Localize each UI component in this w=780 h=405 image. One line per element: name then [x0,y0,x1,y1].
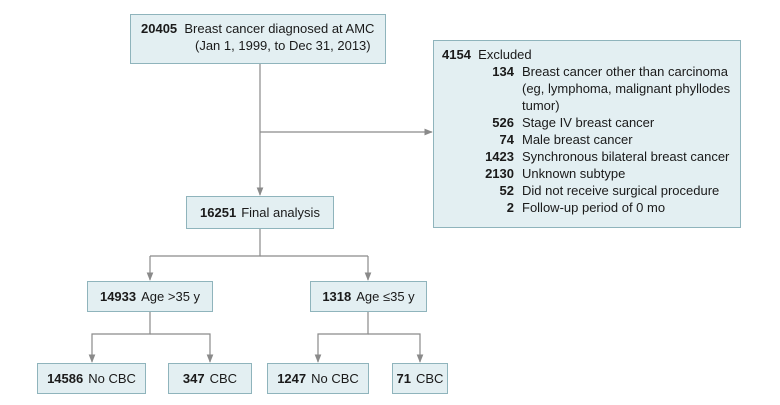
reason-line: (eg, lymphoma, malignant phyllodes [522,81,731,96]
top-box-line2: (Jan 1, 1999, to Dec 31, 2013) [195,38,371,53]
final-analysis-box: 16251 Final analysis [186,196,334,229]
excluded-reason-row: 526 Stage IV breast cancer [442,114,740,131]
excluded-reason-count: 134 [492,64,514,79]
age-over-35-box: 14933 Age >35 y [87,281,213,312]
excluded-reason-count: 526 [492,115,514,130]
age-over-label: Age >35 y [141,289,201,304]
reason-line: tumor) [522,98,560,113]
top-box-line1: Breast cancer diagnosed at AMC [184,21,375,36]
connector-over-split-right [150,333,214,363]
excluded-reason-text: Follow-up period of 0 mo [522,200,666,215]
excluded-reason-count: 1423 [485,149,514,164]
over-cbc-count: 347 [182,371,205,386]
under-cbc-count: 71 [396,371,411,386]
age-under-35-box: 1318 Age ≤35 y [310,281,427,312]
top-box-count: 20405 [141,21,178,36]
under-cbc-box: 71 CBC [392,363,448,394]
excluded-reason-text: Synchronous bilateral breast cancer [522,149,730,164]
under-no-cbc-count: 1247 [277,371,307,386]
under-cbc-label: CBC [416,371,444,386]
excluded-reason-text: Male breast cancer [522,132,633,147]
connector-final-split [150,229,261,257]
excluded-reason-count: 52 [499,183,514,198]
excluded-reason-text: Stage IV breast cancer [522,115,655,130]
excluded-reason-text: Breast cancer other than carcinoma (eg, … [522,63,730,114]
age-under-label: Age ≤35 y [356,289,415,304]
final-count: 16251 [200,205,237,220]
excluded-reason-count: 2130 [485,166,514,181]
excluded-label: Excluded [478,47,532,62]
final-label: Final analysis [241,205,320,220]
excluded-reason-row: 1423 Synchronous bilateral breast cancer [442,148,740,165]
excluded-reason-row: 2130 Unknown subtype [442,165,740,182]
excluded-reason-count: 74 [499,132,514,147]
excluded-reason-row: 2 Follow-up period of 0 mo [442,199,740,216]
age-over-count: 14933 [99,289,137,304]
over-no-cbc-count: 14586 [47,371,84,386]
excluded-count: 4154 [442,47,471,62]
excluded-box: 4154 Excluded 134 Breast cancer other th… [433,40,741,228]
over-no-cbc-label: No CBC [88,371,136,386]
connector-under-split [314,312,369,363]
excluded-reason-row: 134 Breast cancer other than carcinoma (… [442,63,740,114]
under-no-cbc-label: No CBC [311,371,359,386]
connector-over-split [88,312,151,363]
under-no-cbc-box: 1247 No CBC [267,363,369,394]
excluded-reason-count: 2 [506,200,514,215]
excluded-reason-row: 74 Male breast cancer [442,131,740,148]
excluded-reason-text: Unknown subtype [522,166,626,181]
reason-line: Breast cancer other than carcinoma [522,64,728,79]
excluded-reason-row: 52 Did not receive surgical procedure [442,182,740,199]
age-under-count: 1318 [322,289,352,304]
over-cbc-label: CBC [209,371,238,386]
excluded-reason-text: Did not receive surgical procedure [522,183,720,198]
connector-under-split-right [368,333,424,363]
over-cbc-box: 347 CBC [168,363,252,394]
top-box: 20405 Breast cancer diagnosed at AMC (Ja… [130,14,386,64]
over-no-cbc-box: 14586 No CBC [37,363,146,394]
